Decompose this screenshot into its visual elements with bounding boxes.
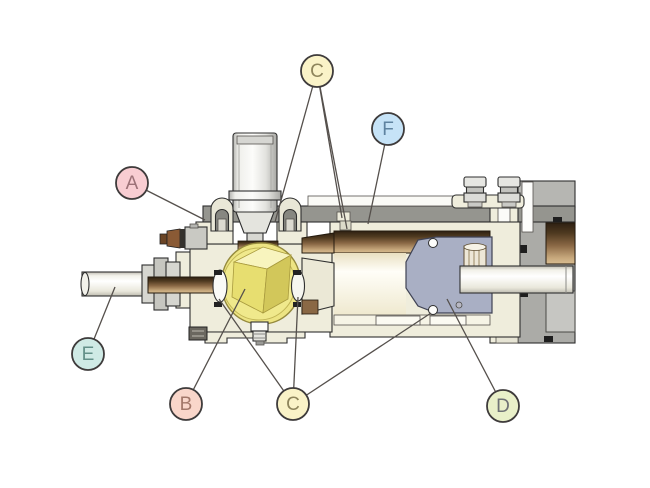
callout-circle xyxy=(71,337,105,371)
callout-circle xyxy=(486,389,520,423)
callout-circle xyxy=(371,112,405,146)
callout-letter: C xyxy=(286,394,300,415)
callout-letter: B xyxy=(180,394,193,415)
leader-line-c xyxy=(316,70,348,230)
gland-nut xyxy=(141,257,215,311)
piston-rod xyxy=(455,265,574,309)
callout-circle xyxy=(115,166,149,200)
callout-letter: A xyxy=(126,173,139,194)
leader-line-d xyxy=(446,298,504,407)
callout-c-5: C xyxy=(276,387,310,421)
air-fitting-right xyxy=(497,176,521,208)
callouts-layer: A C F E B C D xyxy=(71,54,520,423)
callout-letter: F xyxy=(382,119,394,140)
callout-b-4: B xyxy=(169,387,203,421)
callout-letter: E xyxy=(82,344,95,365)
leader-line-c xyxy=(292,312,432,405)
callout-circle xyxy=(300,54,334,88)
piston xyxy=(405,236,493,315)
ball-seat-right xyxy=(290,270,306,302)
mounting-lugs xyxy=(210,197,302,232)
callout-a-0: A xyxy=(115,166,149,200)
leader-line-c xyxy=(292,296,299,405)
callout-circle xyxy=(169,387,203,421)
flow-passage xyxy=(301,232,335,315)
ball-valve xyxy=(212,242,306,325)
leader-line-c xyxy=(218,298,294,405)
leader-line-c xyxy=(274,70,318,223)
callout-circle xyxy=(276,387,310,421)
air-fittings xyxy=(451,176,525,209)
drain-plug xyxy=(250,321,269,346)
callout-letter: D xyxy=(496,396,510,417)
leader-line-b xyxy=(185,288,246,405)
pilot-cylinder xyxy=(228,132,282,251)
callout-letter: C xyxy=(310,61,324,82)
air-fitting-left xyxy=(463,176,487,208)
callout-c-1: C xyxy=(300,54,334,88)
callout-f-2: F xyxy=(371,112,405,146)
silencer-fitting xyxy=(159,223,208,250)
callout-d-6: D xyxy=(486,389,520,423)
callout-e-3: E xyxy=(71,337,105,371)
